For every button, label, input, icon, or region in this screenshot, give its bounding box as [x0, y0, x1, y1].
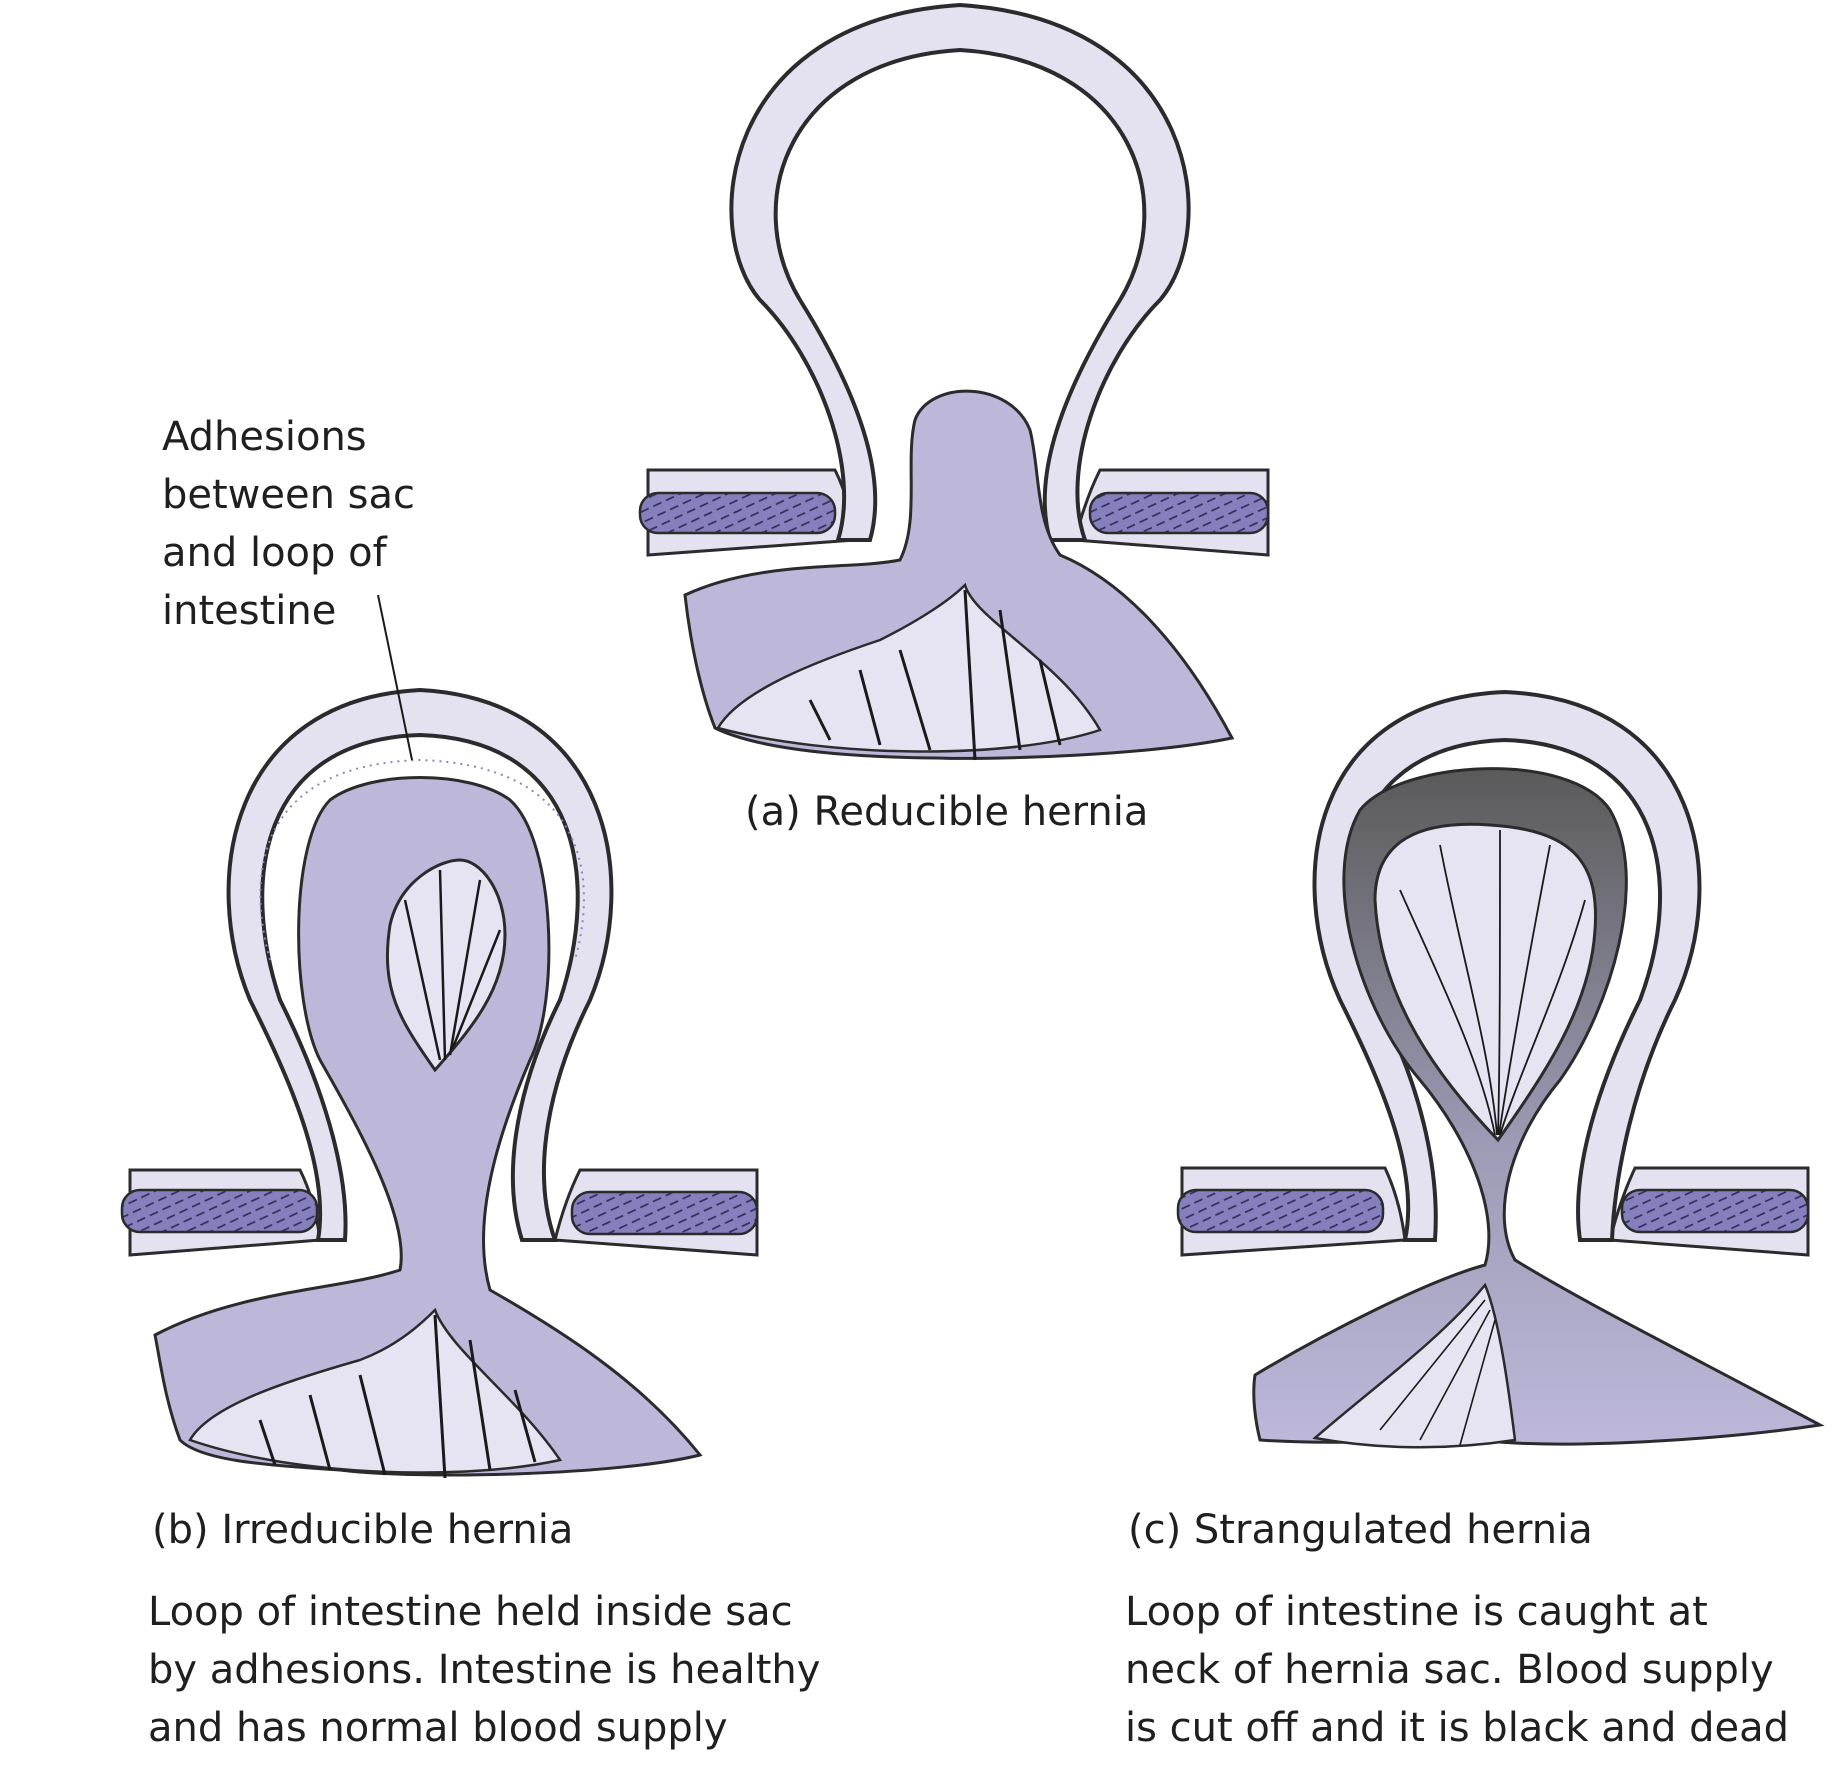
description-c: Loop of intestine is caught at neck of h… [1125, 1589, 1790, 1751]
mesentery-upper [1373, 822, 1598, 1143]
adhesion-fibres [259, 758, 585, 961]
adhesions-callout: Adhesions between sac and loop of intest… [162, 414, 416, 634]
muscle-layer-right [1620, 1188, 1810, 1234]
panel-b-irreducible [120, 594, 759, 1479]
panel-c-strangulated [1176, 689, 1825, 1449]
caption-a: (a) Reducible hernia [745, 789, 1149, 835]
muscle-layer-right [570, 1190, 759, 1236]
caption-b: (b) Irreducible hernia [152, 1507, 574, 1553]
muscle-layer-left [638, 491, 837, 535]
description-b: Loop of intestine held inside sac by adh… [148, 1589, 821, 1751]
mesentery-lower [188, 1307, 563, 1474]
caption-c: (c) Strangulated hernia [1128, 1507, 1593, 1553]
muscle-layer-left [120, 1188, 319, 1234]
muscle-layer-left [1176, 1188, 1385, 1234]
hernia-sac [226, 687, 614, 1242]
panel-a-reducible [638, 2, 1270, 761]
hernia-sac [729, 2, 1191, 542]
adhesions-leader-line [377, 594, 413, 761]
muscle-layer-right [1088, 491, 1270, 535]
